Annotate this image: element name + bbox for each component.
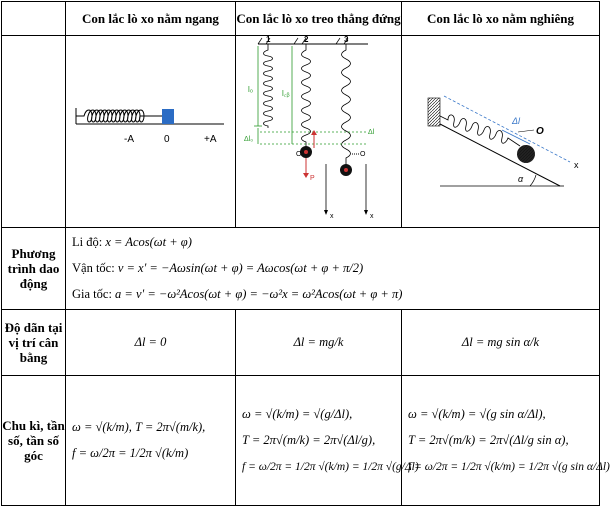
label-lcb: l꜀ᵦ: [282, 89, 290, 98]
label-dl: Δl: [368, 129, 375, 136]
header-horizontal: Con lắc lò xo nằm ngang: [65, 1, 236, 36]
label-x-3: x: [370, 213, 374, 220]
label-zero: 0: [164, 134, 170, 145]
freq-horizontal: f = ω/2π = 1/2π √(k/m): [72, 446, 189, 460]
label-dl-incline: Δl: [511, 116, 521, 126]
label-dl0: Δl₀: [244, 136, 253, 143]
label-O-2: O: [296, 151, 302, 158]
figure-incline-cell: α x Δl O: [401, 35, 600, 228]
label-l0: l₀: [248, 85, 253, 94]
omega-incline: ω = √(k/m) = √(g sin α/Δl),: [408, 407, 546, 421]
label-li-do: Li độ:: [72, 235, 103, 249]
figure-vertical-cell: 1 2 3: [235, 35, 402, 228]
label-O-3: O: [360, 151, 366, 158]
expr-li-do: x = Acos(ωt + φ): [105, 235, 192, 249]
row-label-stretch: Độ dãn tại vị trí cân bằng: [1, 309, 66, 376]
label-spring-1: 1: [266, 35, 271, 44]
stretch-incline: Δl = mg sin α/k: [401, 309, 600, 376]
period-T-vertical: T = 2π√(m/k) = 2π√(Δl/g),: [242, 433, 376, 447]
vertical-spring-figure: 1 2 3: [244, 35, 375, 220]
expr-van-toc: v = x' = −Aωsin(ωt + φ) = Aωcos(ωt + φ +…: [117, 261, 364, 275]
label-x-incline: x: [574, 160, 579, 170]
figure-horizontal-cell: -A 0 +A: [65, 35, 236, 228]
label-spring-2: 2: [304, 35, 309, 44]
figure-row-label: [1, 35, 66, 228]
label-P: P: [310, 175, 315, 182]
omega-vertical: ω = √(k/m) = √(g/Δl),: [242, 407, 353, 421]
label-alpha: α: [518, 174, 524, 184]
mass-block: [162, 109, 174, 124]
period-horizontal: ω = √(k/m), T = 2π√(m/k), f = ω/2π = 1/2…: [65, 375, 236, 506]
period-vertical: ω = √(k/m) = √(g/Δl), T = 2π√(m/k) = 2π√…: [235, 375, 419, 506]
label-van-toc: Vận tốc:: [72, 261, 115, 275]
label-x-2: x: [330, 213, 334, 220]
label-spring-3: 3: [344, 35, 349, 44]
freq-incline: f = ω/2π = 1/2π √(k/m) = 1/2π √(g sin α/…: [408, 460, 610, 473]
label-gia-toc: Gia tốc:: [72, 287, 112, 301]
label-pos-a: +A: [204, 134, 217, 145]
header-incline: Con lắc lò xo nằm nghiêng: [401, 1, 600, 36]
horizontal-spring-figure: -A 0 +A: [75, 108, 224, 145]
incline-spring-figure: α x Δl O: [427, 95, 579, 187]
equations-cell: Li độ: x = Acos(ωt + φ) Vận tốc: v = x' …: [65, 227, 600, 310]
stretch-vertical: Δl = mg/k: [235, 309, 402, 376]
period-T-incline: T = 2π√(m/k) = 2π√(Δl/g sin α),: [408, 433, 569, 447]
omega-horizontal: ω = √(k/m), T = 2π√(m/k),: [72, 420, 206, 434]
row-label-equations: Phương trình dao động: [1, 227, 66, 310]
stretch-horizontal: Δl = 0: [65, 309, 236, 376]
corner-cell: [1, 1, 66, 36]
label-O-incline: O: [536, 126, 544, 137]
row-label-period: Chu kì, tần số, tần số góc: [1, 375, 66, 506]
period-incline: ω = √(k/m) = √(g sin α/Δl), T = 2π√(m/k)…: [401, 375, 610, 506]
header-vertical: Con lắc lò xo treo thẳng đứng: [235, 1, 402, 36]
freq-vertical: f = ω/2π = 1/2π √(k/m) = 1/2π √(g/Δl): [242, 460, 419, 473]
label-neg-a: -A: [124, 134, 134, 145]
expr-gia-toc: a = v' = −ω²Acos(ωt + φ) = −ω²x = ω²Acos…: [115, 287, 403, 301]
